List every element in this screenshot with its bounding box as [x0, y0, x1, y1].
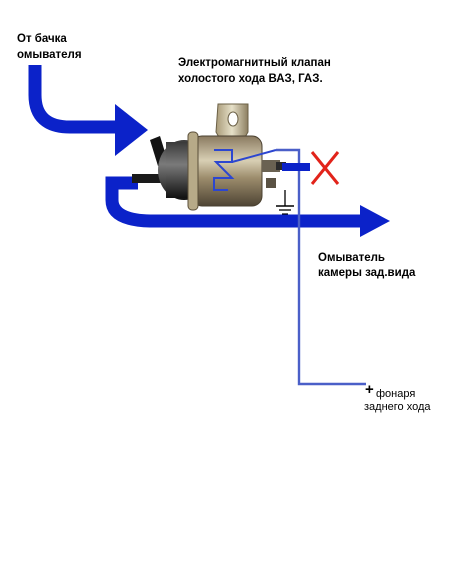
reverse-light-label-line1: фонаря [376, 388, 416, 400]
inlet-flow-arrowhead [115, 104, 148, 156]
washer-camera-label-line1: Омыватель [318, 252, 385, 264]
valve-title-line1: Электромагнитный клапан [178, 57, 331, 69]
reverse-light-plus-sign: + [365, 381, 374, 398]
valve-terminal [262, 160, 280, 172]
valve-body [191, 135, 263, 207]
reverse-light-label-line2: заднего хода [364, 401, 431, 413]
outlet-flow-pipe [105, 176, 362, 228]
from-tank-label-line1: От бачка [17, 33, 67, 45]
power-wire [276, 148, 366, 386]
x-cross-icon [310, 151, 340, 185]
outlet-nozzle [132, 174, 164, 183]
internal-wiring [213, 149, 235, 191]
ground-symbol-icon [276, 190, 294, 215]
inlet-flow-pipe [28, 65, 118, 134]
from-tank-label-line2: омывателя [17, 49, 82, 61]
outlet-flow-arrowhead [360, 205, 390, 237]
valve-title-line2: холостого хода ВАЗ, ГАЗ. [178, 73, 323, 85]
washer-camera-label-line2: камеры зад.вида [318, 267, 416, 279]
terminal-wire-stub [282, 163, 310, 171]
solenoid-valve [132, 103, 310, 211]
